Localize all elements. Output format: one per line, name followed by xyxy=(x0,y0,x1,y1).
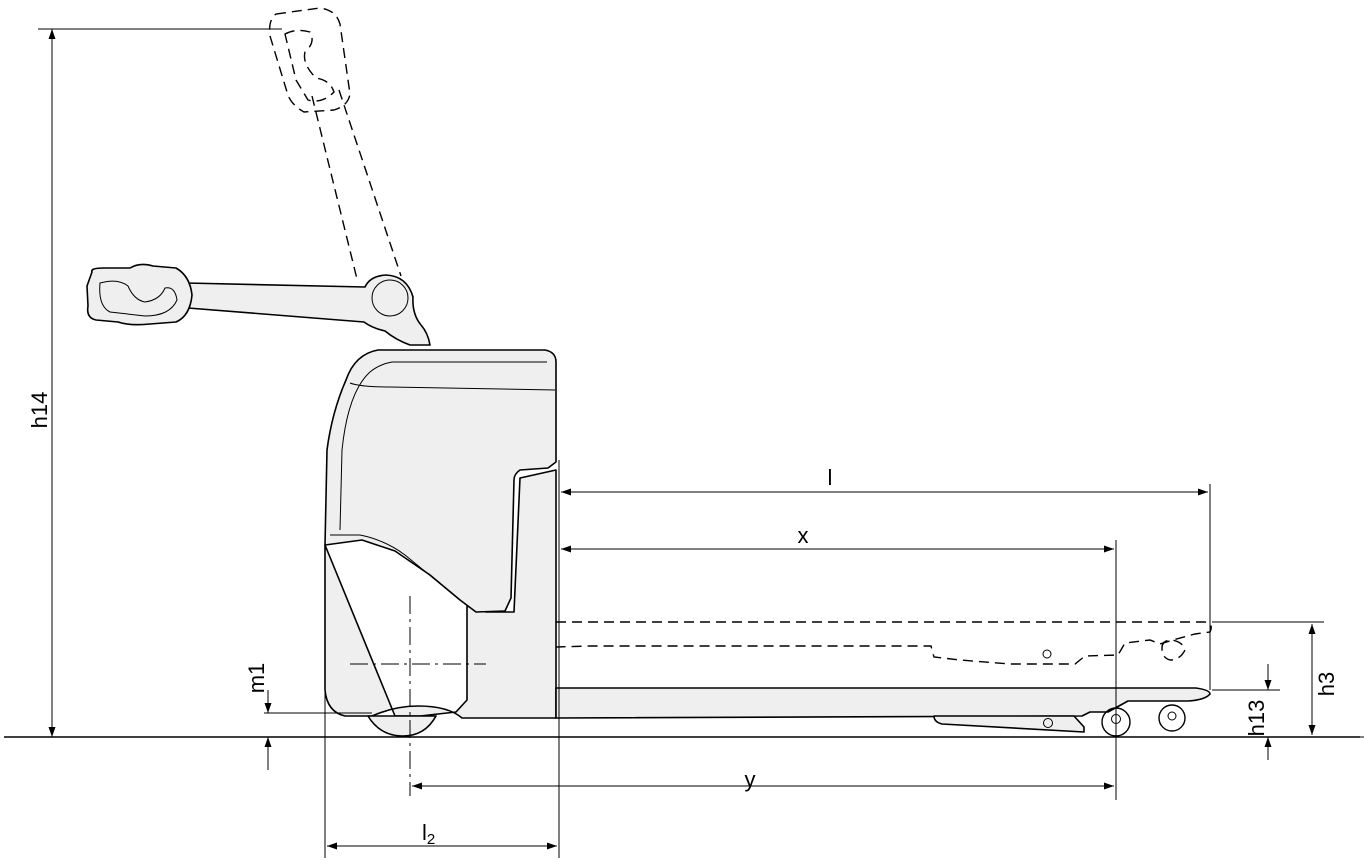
chassis-lower xyxy=(324,469,557,719)
tiller-grip xyxy=(99,280,178,317)
label-l: l xyxy=(828,465,833,490)
fork-linkage xyxy=(933,715,1085,733)
dimension-h13: h13 xyxy=(1212,664,1280,760)
svg-text:l2: l2 xyxy=(422,820,435,848)
dimension-h3: h3 xyxy=(1210,621,1364,738)
label-x: x xyxy=(798,523,809,548)
linkage-pin xyxy=(1043,718,1053,728)
dimension-x: x xyxy=(561,523,1117,800)
dimension-h14: h14 xyxy=(27,28,282,737)
tiller-pivot xyxy=(371,279,409,317)
truck-body xyxy=(324,349,557,796)
tiller-raised-head xyxy=(268,7,351,113)
label-l2-sub: 2 xyxy=(427,831,435,848)
tiller xyxy=(86,7,431,346)
load-wheel-rear xyxy=(1158,704,1186,732)
raised-wheel xyxy=(1161,639,1186,661)
fork-raised xyxy=(555,621,1212,665)
forks xyxy=(555,621,1212,737)
tiller-head xyxy=(86,263,193,326)
drive-wheel xyxy=(367,715,437,737)
label-m1: m1 xyxy=(244,663,269,694)
hood-inner-line xyxy=(339,361,547,531)
label-l2-main: l xyxy=(422,820,427,845)
dimension-l2: l2 xyxy=(324,672,560,858)
tiller-arm xyxy=(185,274,431,346)
tiller-raised-arm-2 xyxy=(338,89,402,277)
load-wheel-rear-hub xyxy=(1167,711,1177,721)
fork-lowered xyxy=(555,687,1211,719)
tiller-raised-grip xyxy=(284,29,335,102)
label-h13: h13 xyxy=(1244,700,1269,737)
fender-line xyxy=(330,534,461,601)
label-h3: h3 xyxy=(1314,672,1339,696)
hood-cover xyxy=(324,349,557,613)
dimension-l: l xyxy=(558,460,1211,800)
raised-fork-pin xyxy=(1042,649,1052,659)
hood-crease xyxy=(349,382,556,391)
label-y: y xyxy=(745,767,756,792)
dimension-m1: m1 xyxy=(244,663,372,770)
label-h14: h14 xyxy=(27,392,52,429)
dimension-y: y xyxy=(412,767,1114,792)
